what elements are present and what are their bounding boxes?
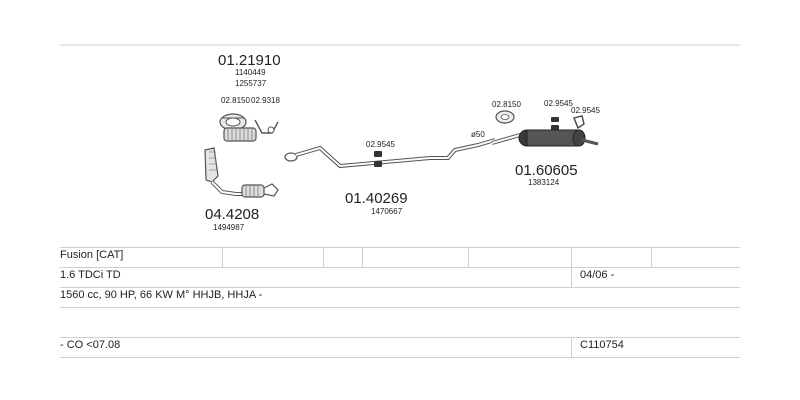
rear-clamp-number: 02.8150: [492, 100, 521, 109]
exhaust-system-diagram: 01.21910 1140449 1255737 02.8150 02.9318…: [60, 44, 740, 232]
clamp-a-number: 02.8150: [221, 96, 250, 105]
rear-hanger-a-icon: [551, 117, 559, 130]
date-range-cell: 04/06 -: [580, 269, 615, 281]
table-line: [60, 267, 740, 268]
rear-silencer-number: 01.60605: [515, 162, 578, 179]
table-line: [60, 357, 740, 358]
diameter-label: ø50: [471, 130, 485, 139]
rear-clamp-icon: [495, 110, 515, 124]
table-line: [60, 337, 740, 338]
flex-pipe-icon: [223, 127, 257, 142]
table-divider: [468, 247, 469, 267]
table-divider: [571, 337, 572, 357]
code-cell: C110754: [580, 339, 624, 351]
catalyst-kit-ref2: 1255737: [235, 79, 267, 88]
front-pipe-ref1: 1494987: [213, 223, 245, 232]
table-divider: [323, 247, 324, 267]
center-pipe-ref1: 1470667: [371, 207, 403, 216]
model-cell: Fusion [CAT]: [60, 249, 124, 261]
rear-hanger-b-icon: [573, 115, 585, 130]
table-divider: [222, 247, 223, 267]
table-line: [60, 247, 740, 248]
table-line: [60, 287, 740, 288]
clamp-a-icon: [219, 113, 247, 131]
front-pipe-catalyst-icon: [204, 147, 279, 198]
clamp-b-icon: [254, 119, 279, 134]
table-divider: [571, 247, 572, 287]
front-pipe-number: 04.4208: [205, 206, 259, 223]
clamp-b-number: 02.9318: [251, 96, 280, 105]
specs-cell: 1560 cc, 90 HP, 66 KW M° HHJB, HHJA -: [60, 289, 263, 301]
catalyst-kit-number: 01.21910: [218, 52, 281, 69]
center-hanger-number: 02.9545: [366, 140, 395, 149]
rear-silencer-icon: [491, 129, 599, 147]
catalyst-kit-ref1: 1140449: [235, 68, 266, 77]
rear-hanger-b-number: 02.9545: [571, 106, 600, 115]
rear-hanger-a-number: 02.9545: [544, 99, 573, 108]
engine-cell: 1.6 TDCi TD: [60, 269, 121, 281]
rear-silencer-ref1: 1383124: [528, 178, 560, 187]
table-line: [60, 307, 740, 308]
center-pipe-number: 01.40269: [345, 190, 408, 207]
table-divider: [362, 247, 363, 267]
center-hanger-icon: [374, 151, 382, 167]
center-pipe-icon: [284, 138, 496, 169]
table-divider: [651, 247, 652, 267]
note-cell: - CO <07.08: [60, 339, 121, 351]
